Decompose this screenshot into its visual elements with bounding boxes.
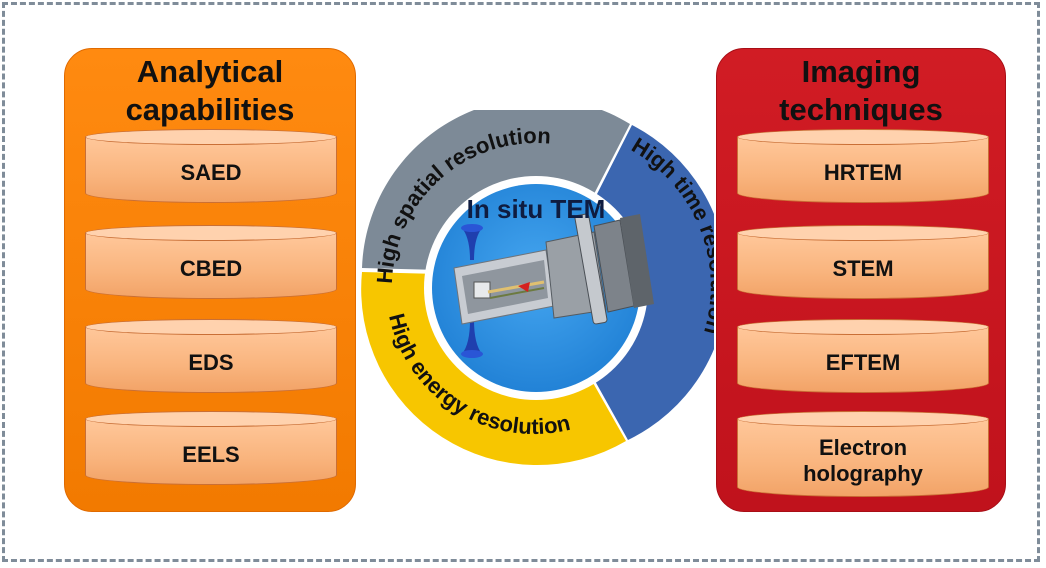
tem-holder-illustration [453, 213, 654, 358]
panel-title: Analytical capabilities [65, 53, 355, 129]
cylinder-label: EELS [182, 442, 240, 467]
dashed-border [2, 2, 1040, 562]
cylinder-label: SAED [180, 160, 242, 185]
core-title: In situ TEM [467, 194, 606, 224]
arc-segment-spatial [362, 110, 630, 270]
cylinder-eftem: EFTEM [737, 319, 989, 393]
cylinder-eels: EELS [85, 411, 337, 485]
arc-segment-time [590, 125, 714, 440]
panel-title-line1: Analytical [136, 54, 284, 89]
panel-title-line2: capabilities [125, 92, 295, 127]
imaging-techniques-panel: Imaging techniques HRTEM STEM EFTEM Elec… [716, 48, 1006, 512]
cylinder-label: EDS [188, 350, 234, 375]
center-diagram: High spatial resolution High time resolu… [358, 110, 714, 466]
arc-segment-energy [361, 272, 626, 466]
cylinder-saed: SAED [85, 129, 337, 203]
panel-title: Imaging techniques [717, 53, 1005, 129]
cylinder-label: HRTEM [823, 160, 903, 185]
cylinder-stem: STEM [737, 225, 989, 299]
cylinder-label: EFTEM [825, 350, 901, 375]
cylinder-hrtem: HRTEM [737, 129, 989, 203]
cylinder-cbed: CBED [85, 225, 337, 299]
panel-title-line2: techniques [779, 92, 943, 127]
cylinder-label: CBED [179, 256, 243, 281]
analytical-capabilities-panel: Analytical capabilities SAED CBED EDS EE… [64, 48, 356, 512]
panel-title-line1: Imaging [801, 54, 921, 89]
cylinder-eds: EDS [85, 319, 337, 393]
cylinder-label: STEM [832, 256, 894, 281]
